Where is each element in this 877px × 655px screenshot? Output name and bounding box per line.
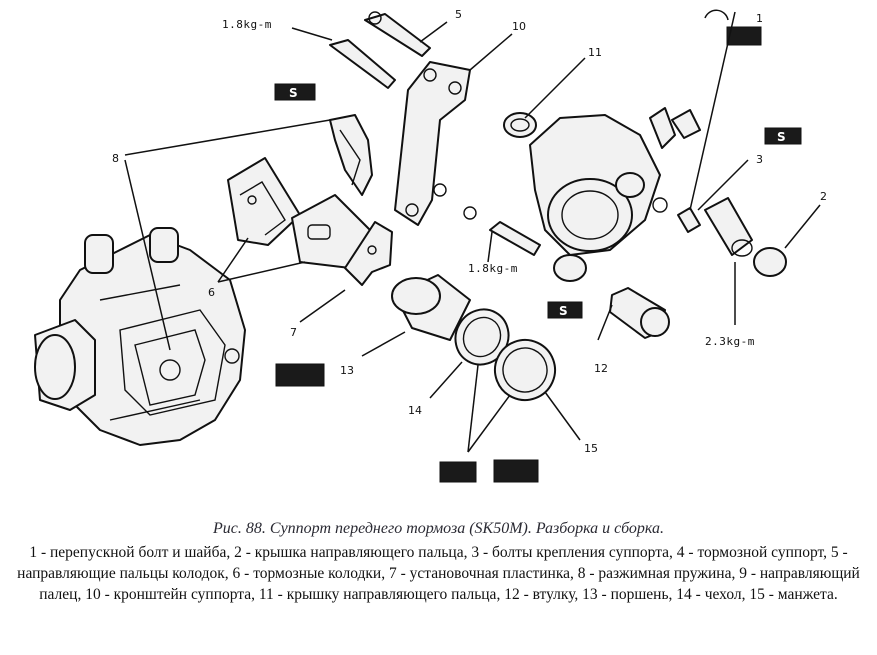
fluid-symbol xyxy=(493,459,539,483)
guide-pins xyxy=(329,11,431,89)
grease-symbols: S S S xyxy=(274,9,802,483)
shim-plate xyxy=(344,221,393,286)
callout-2: 2 xyxy=(820,190,827,203)
caliper-bracket xyxy=(394,61,471,226)
piston xyxy=(391,274,471,341)
guide-pin-cap xyxy=(753,247,787,277)
callout-10: 10 xyxy=(512,20,526,33)
fluid-symbol xyxy=(439,461,477,483)
callout-5: 5 xyxy=(455,8,462,21)
assembled-caliper xyxy=(34,227,246,446)
callout-8: 8 xyxy=(112,152,119,165)
callout-12: 12 xyxy=(594,362,608,375)
guide-pin-boot xyxy=(503,112,537,138)
grease-symbol: S xyxy=(764,127,802,145)
svg-text:S: S xyxy=(559,304,568,318)
rotate-arrow-icon xyxy=(704,9,729,21)
figure-caption: Рис. 88. Суппорт переднего тормоза (SK50… xyxy=(0,520,877,605)
callout-1: 1 xyxy=(756,12,763,25)
piston-seal xyxy=(494,339,556,401)
caliper-bolt xyxy=(677,197,753,257)
torque-guide-pin: 1.8kg-m xyxy=(468,262,518,275)
grease-symbol: S xyxy=(547,301,583,319)
grease-symbol: S xyxy=(274,83,316,101)
callout-14: 14 xyxy=(408,404,422,417)
callout-15: 15 xyxy=(584,442,598,455)
exploded-view-diagram: S S S xyxy=(34,8,827,483)
anti-rattle-spring xyxy=(329,114,373,196)
caliper-body xyxy=(529,114,668,256)
callout-7: 7 xyxy=(290,326,297,339)
torque-guide-pin-bolt: 1.8kg-m xyxy=(222,18,272,31)
fluid-symbol xyxy=(275,363,325,387)
caption-title: Рис. 88. Суппорт переднего тормоза (SK50… xyxy=(213,520,664,537)
torque-labels: 1.8kg-m 1.8kg-m 2.3kg-m xyxy=(222,18,755,348)
fluid-symbol xyxy=(726,26,762,46)
guide-pin xyxy=(463,206,541,256)
callout-3: 3 xyxy=(756,153,763,166)
sleeve xyxy=(553,254,670,339)
svg-text:S: S xyxy=(777,130,786,144)
bleeder-screw xyxy=(649,107,701,149)
torque-caliper-bolt: 2.3kg-m xyxy=(705,335,755,348)
caption-legend: 1 - перепускной болт и шайба, 2 - крышка… xyxy=(17,544,860,603)
callout-13: 13 xyxy=(340,364,354,377)
svg-text:S: S xyxy=(289,86,298,100)
callout-6: 6 xyxy=(208,286,215,299)
leader-lines xyxy=(124,11,821,453)
callout-labels: 1 2 3 5 6 7 8 10 11 12 13 14 15 xyxy=(112,8,827,455)
brake-pads xyxy=(227,157,376,269)
callout-11: 11 xyxy=(588,46,602,59)
